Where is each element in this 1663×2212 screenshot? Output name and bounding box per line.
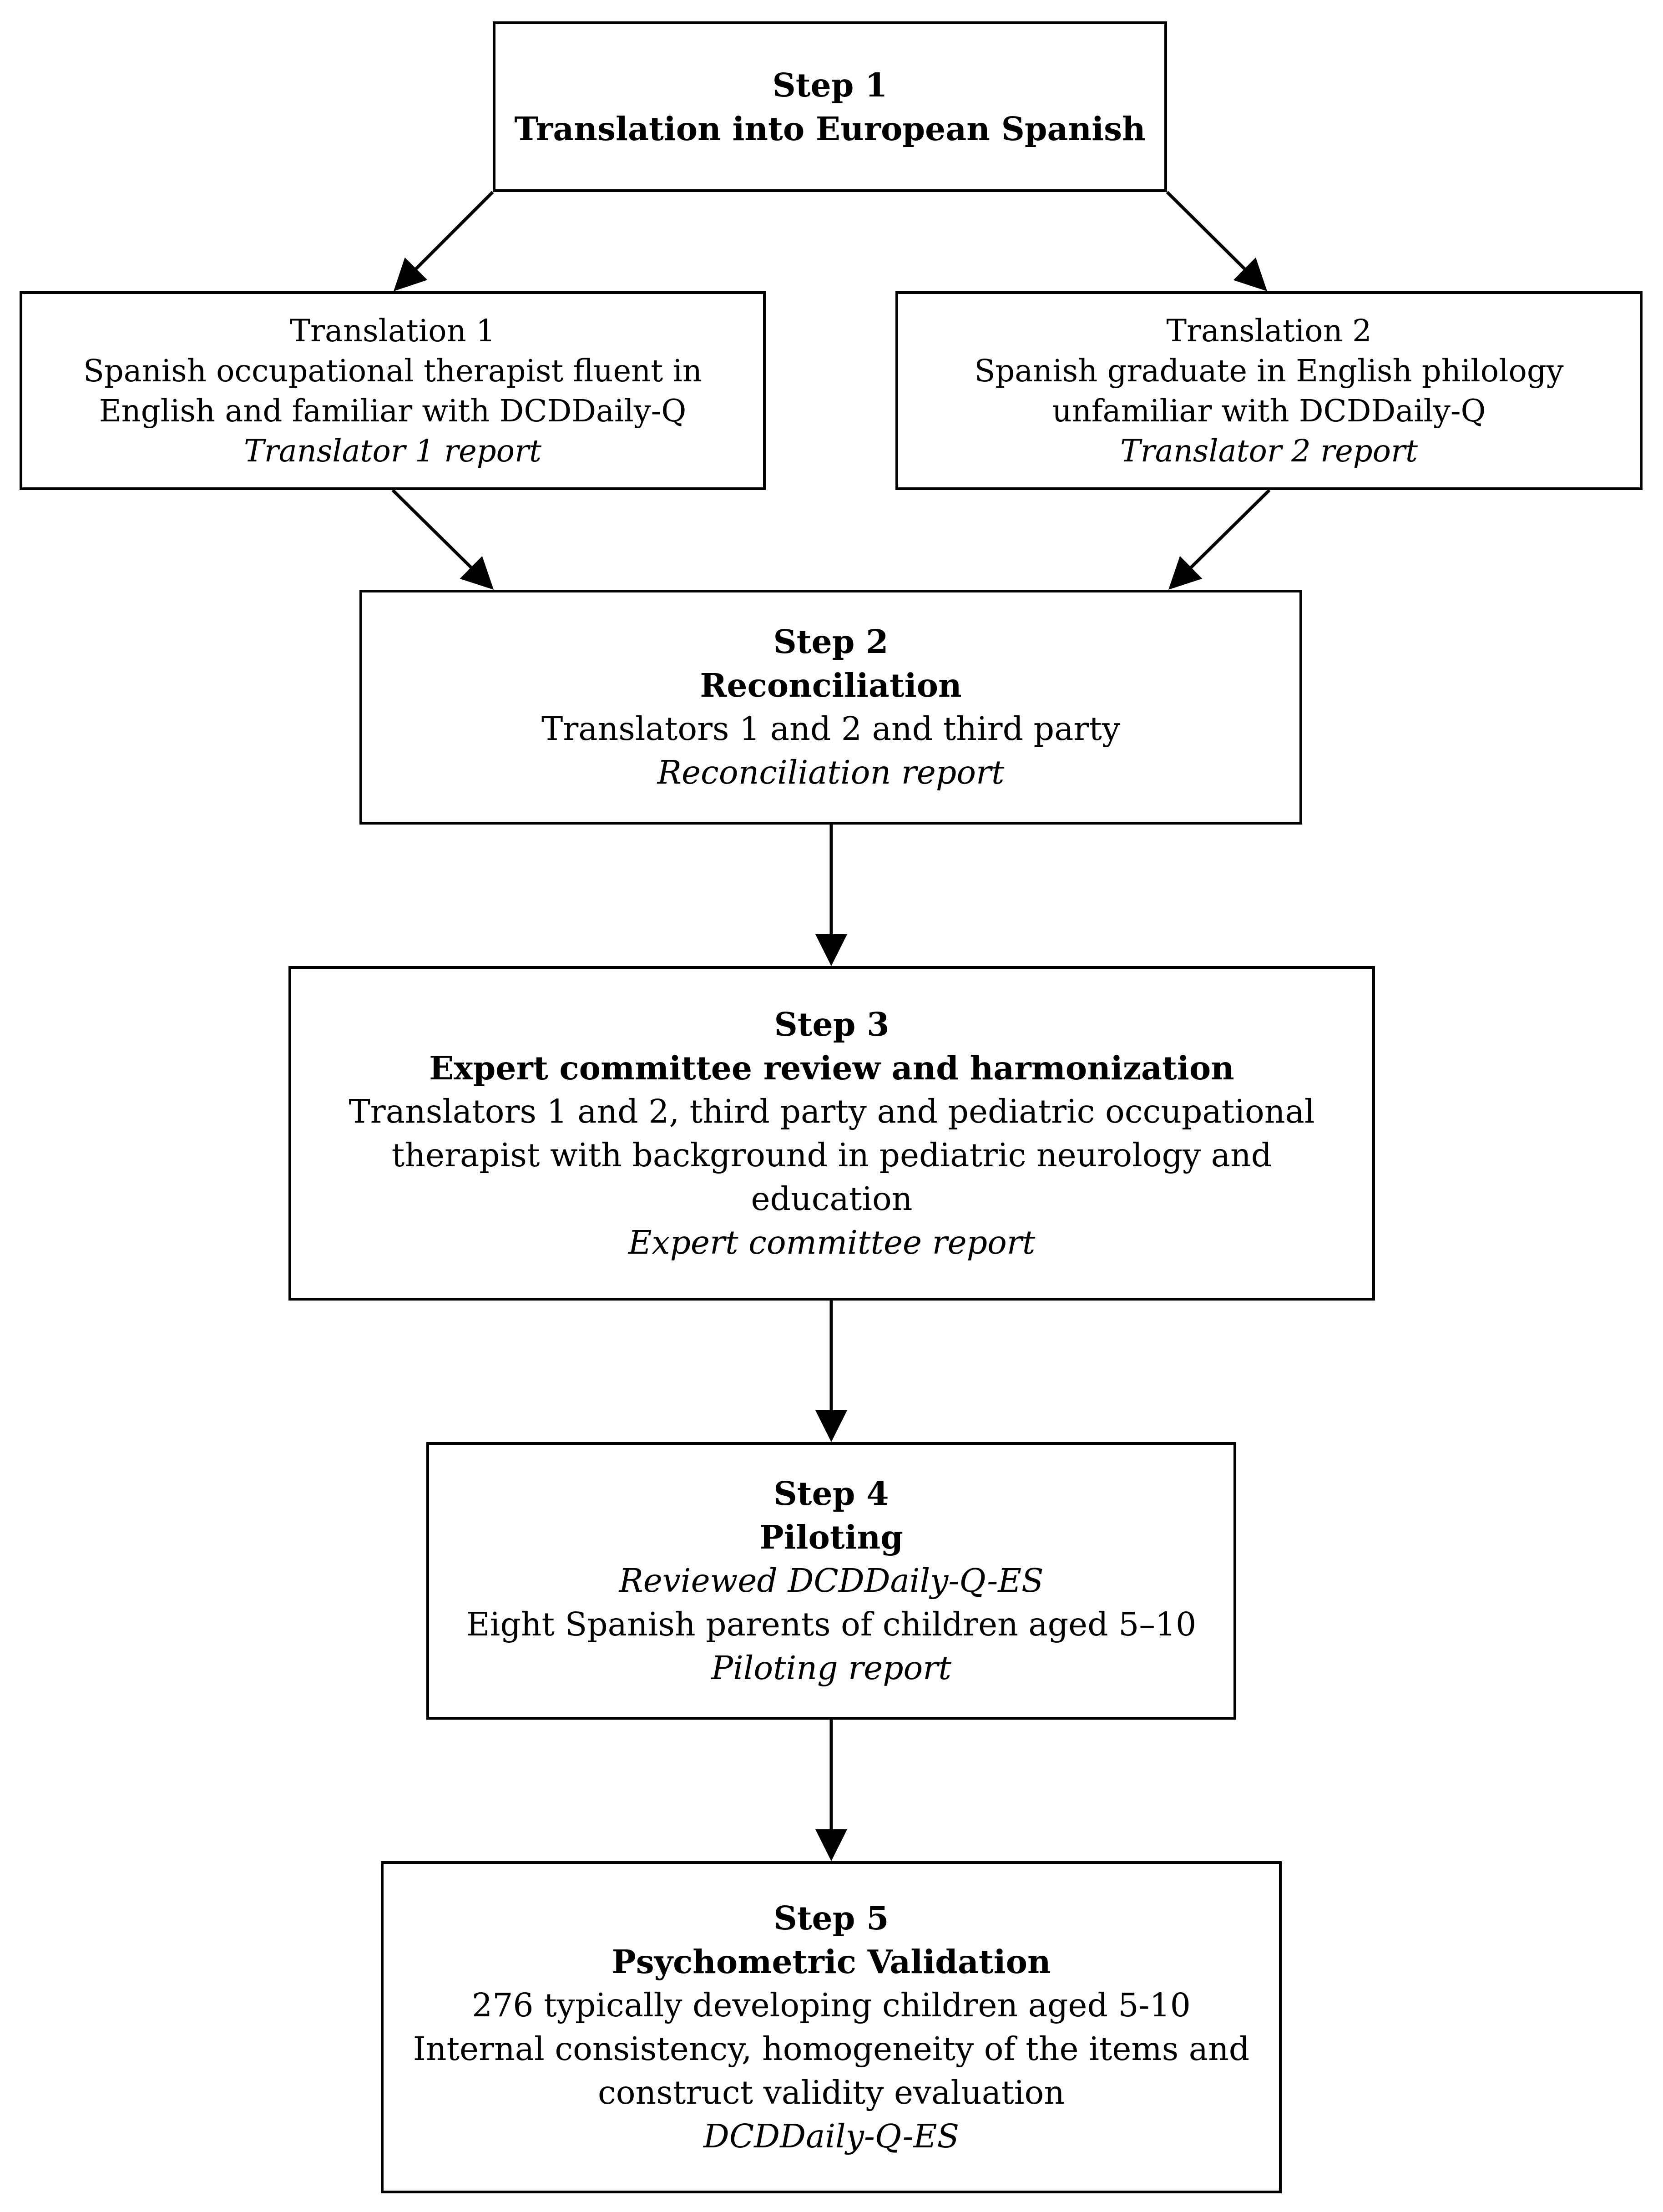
translation2-line2: unfamiliar with DCDDaily-Q — [1052, 393, 1486, 429]
translation2-report: Translator 2 report — [1120, 433, 1418, 469]
step5-box: Step 5 Psychometric Validation 276 typic… — [381, 1861, 1282, 2193]
step3-box: Step 3 Expert committee review and harmo… — [288, 966, 1375, 1301]
step1-box: Step 1 Translation into European Spanish — [493, 21, 1167, 192]
arrow-translation2-to-step2 — [1168, 489, 1271, 590]
step3-title: Expert committee review and harmonizatio… — [429, 1048, 1234, 1087]
step4-box: Step 4 Piloting Reviewed DCDDaily-Q-ES E… — [426, 1442, 1236, 1720]
step2-line1: Translators 1 and 2 and third party — [541, 710, 1120, 748]
translation1-box: Translation 1 Spanish occupational thera… — [20, 291, 766, 490]
arrow-step1-to-translation1 — [394, 191, 494, 291]
translation2-title: Translation 2 — [1166, 313, 1372, 349]
translation1-report: Translator 1 report — [244, 433, 541, 469]
translation1-title: Translation 1 — [290, 313, 495, 349]
step3-line2: therapist with background in pediatric n… — [391, 1136, 1272, 1174]
step4-label: Step 4 — [773, 1474, 889, 1513]
arrow-step1-to-translation2 — [1166, 191, 1267, 291]
translation2-line1: Spanish graduate in English philology — [974, 353, 1564, 389]
step3-label: Step 3 — [774, 1005, 890, 1043]
step5-report: DCDDaily-Q-ES — [703, 2117, 960, 2155]
step2-label: Step 2 — [773, 623, 889, 661]
step3-line3: education — [751, 1179, 913, 1218]
step5-label: Step 5 — [773, 1899, 889, 1937]
step3-report: Expert committee report — [628, 1223, 1036, 1261]
step1-title: Translation into European Spanish — [514, 109, 1146, 148]
step3-line1: Translators 1 and 2, third party and ped… — [349, 1092, 1315, 1130]
step4-report: Piloting report — [711, 1649, 951, 1687]
step1-label: Step 1 — [772, 66, 888, 104]
step5-line3: construct validity evaluation — [598, 2074, 1065, 2111]
translation1-line2: English and familiar with DCDDaily-Q — [99, 393, 687, 429]
step5-title: Psychometric Validation — [612, 1943, 1051, 1981]
step4-line1: Reviewed DCDDaily-Q-ES — [619, 1562, 1044, 1600]
translation2-box: Translation 2 Spanish graduate in Englis… — [895, 291, 1643, 490]
step2-title: Reconciliation — [700, 666, 962, 704]
step2-report: Reconciliation report — [657, 754, 1005, 791]
step5-line1: 276 typically developing children aged 5… — [472, 1986, 1191, 2024]
step4-title: Piloting — [759, 1518, 903, 1556]
step2-box: Step 2 Reconciliation Translators 1 and … — [359, 590, 1302, 825]
step5-line2: Internal consistency, homogeneity of the… — [413, 2030, 1250, 2068]
arrow-translation1-to-step2 — [391, 489, 494, 590]
translation1-line1: Spanish occupational therapist fluent in — [83, 353, 703, 389]
step4-line2: Eight Spanish parents of children aged 5… — [466, 1605, 1197, 1643]
